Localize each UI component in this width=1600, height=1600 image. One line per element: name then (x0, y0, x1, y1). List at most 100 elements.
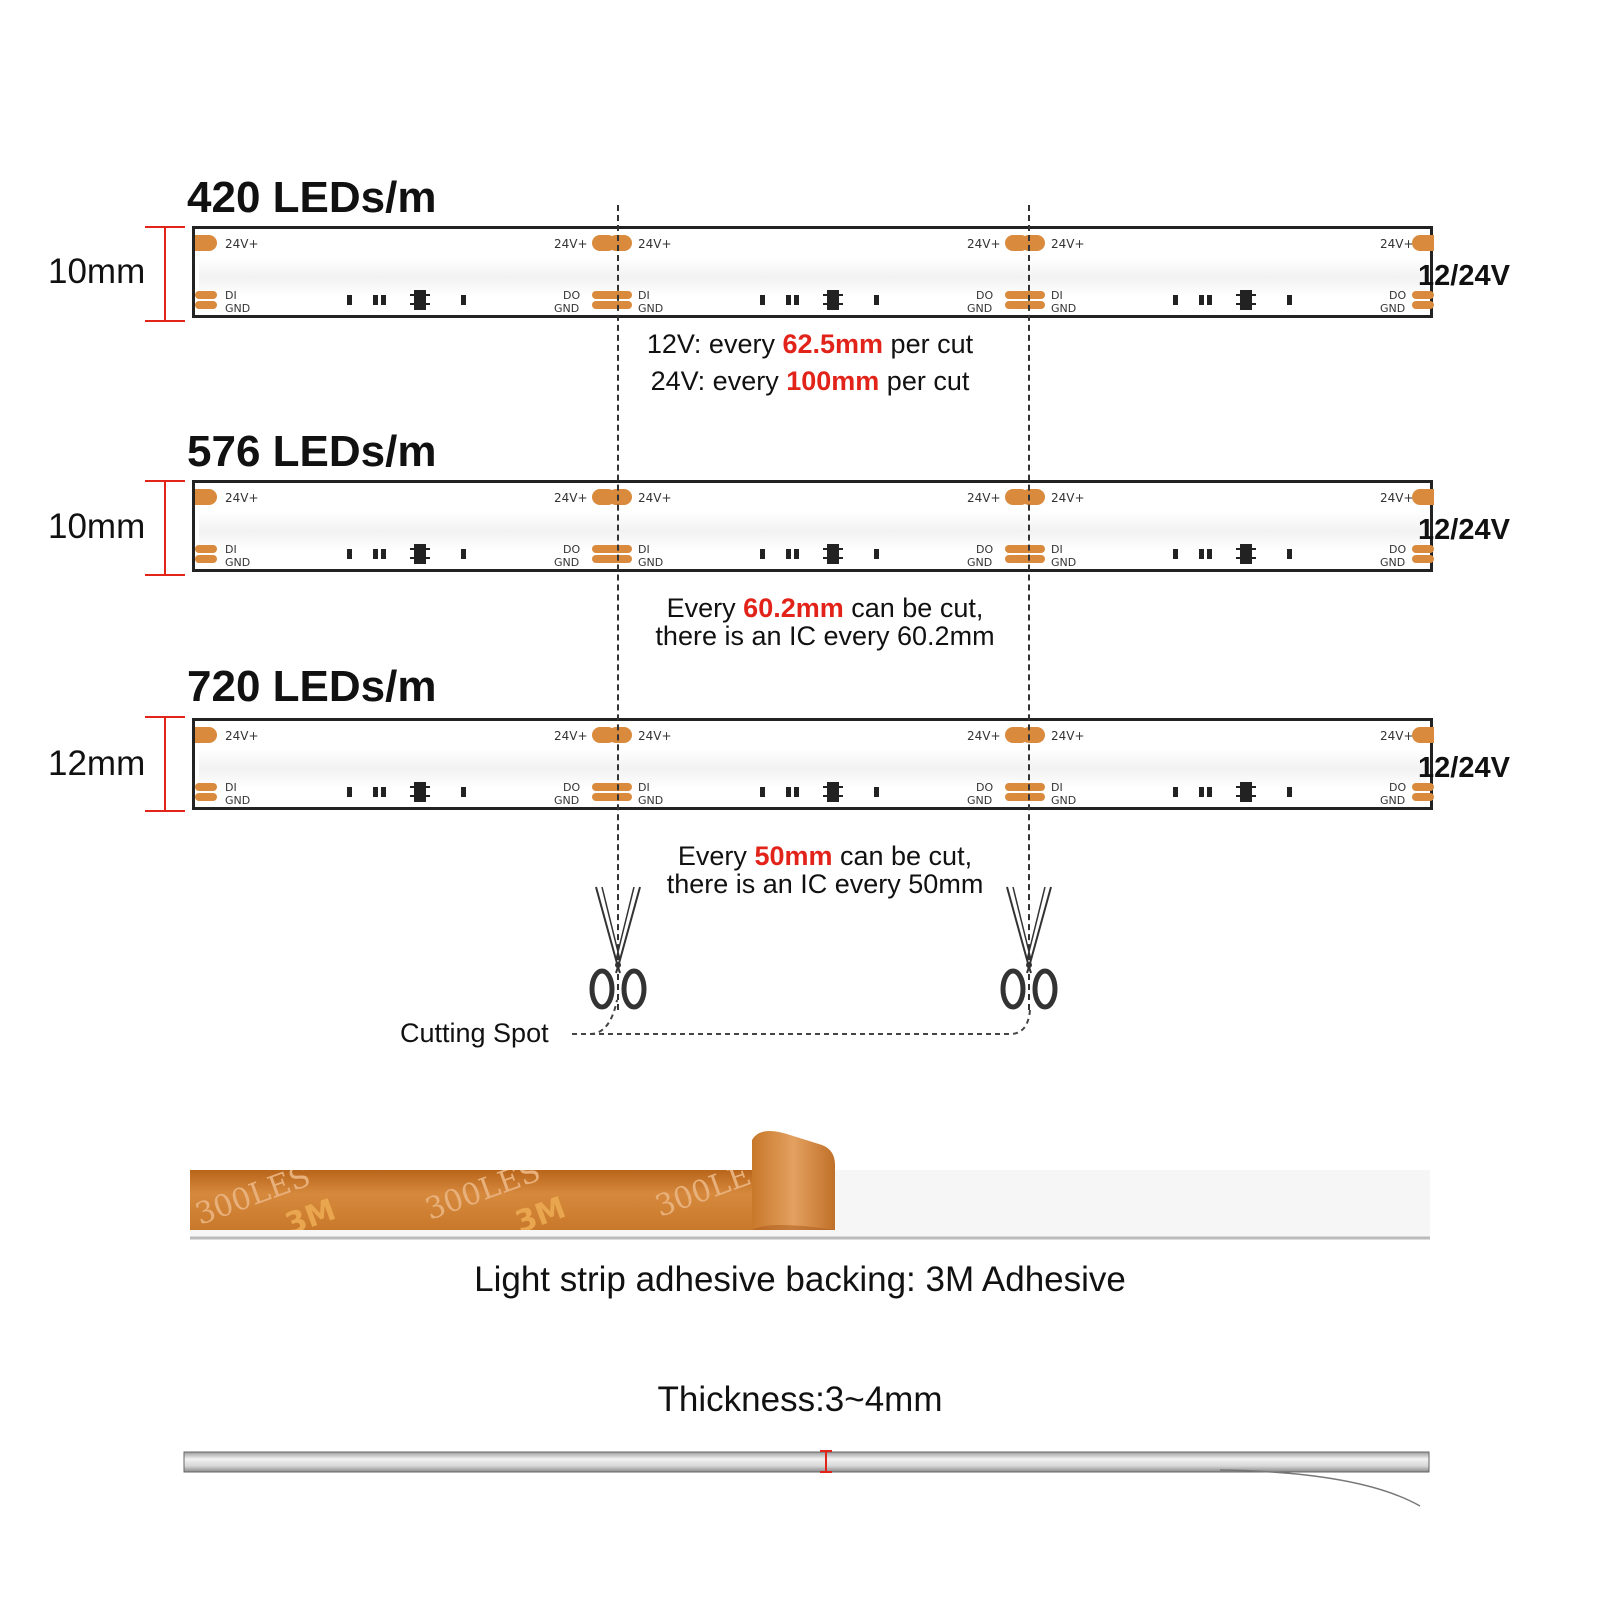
pad-label-gnd: GND (1380, 556, 1406, 569)
pad-label-gnd: GND (967, 794, 993, 807)
solder-pad-gnd (592, 301, 616, 309)
pad-label-vplus: 24V+ (638, 491, 672, 505)
pad-label-do: DO (563, 781, 581, 794)
pad-label-do: DO (563, 543, 581, 556)
pad-label-gnd: GND (638, 556, 664, 569)
smd-component (1207, 549, 1212, 559)
smd-component (786, 549, 791, 559)
scissors-icon-left (589, 886, 647, 1010)
smd-component (760, 295, 765, 305)
width-label-strip-1: 10mm (48, 252, 146, 291)
pad-label-vplus: 24V+ (225, 237, 259, 251)
strip-title-420: 420 LEDs/m (187, 173, 437, 222)
pad-label-vplus: 24V+ (1380, 491, 1414, 505)
pad-label-di: DI (638, 289, 650, 302)
pad-label-di: DI (1051, 289, 1063, 302)
solder-pad-vplus (608, 727, 632, 743)
smd-component (1287, 787, 1292, 797)
smd-component (1173, 295, 1178, 305)
smd-component (1287, 549, 1292, 559)
smd-component (874, 549, 879, 559)
smd-component (381, 295, 386, 305)
solder-pad-do (592, 545, 616, 553)
solder-pad-di (195, 291, 217, 299)
solder-pad-gnd (592, 555, 616, 563)
smd-component (786, 787, 791, 797)
pad-label-vplus: 24V+ (554, 491, 588, 505)
solder-pad-gnd (608, 793, 632, 801)
pad-label-vplus: 24V+ (638, 729, 672, 743)
solder-pad-vplus (1412, 489, 1434, 505)
pad-label-di: DI (1051, 781, 1063, 794)
solder-pad-di (1021, 545, 1045, 553)
smd-component (1199, 295, 1204, 305)
solder-pad-di (195, 545, 217, 553)
pad-label-gnd: GND (225, 302, 251, 315)
ic-chip (1236, 544, 1256, 564)
strip-title-720: 720 LEDs/m (187, 662, 437, 711)
smd-component (347, 787, 352, 797)
solder-pad-gnd (1005, 301, 1029, 309)
pad-label-do: DO (976, 289, 994, 302)
pad-label-vplus: 24V+ (1380, 237, 1414, 251)
solder-pad-gnd (608, 555, 632, 563)
width-label-strip-2: 10mm (48, 507, 146, 546)
solder-pad-do (592, 783, 616, 791)
solder-pad-di (1021, 291, 1045, 299)
pad-label-gnd: GND (1380, 794, 1406, 807)
solder-pad-di (608, 545, 632, 553)
solder-pad-gnd (1412, 301, 1434, 309)
smd-component (760, 787, 765, 797)
cut-note-576: Every 60.2mm can be cut, there is an IC … (655, 593, 995, 652)
smd-component (1199, 787, 1204, 797)
solder-pad-gnd (1005, 793, 1029, 801)
smd-component (461, 549, 466, 559)
smd-component (1173, 549, 1178, 559)
smd-component (794, 549, 799, 559)
solder-pad-do (1412, 291, 1434, 299)
pad-label-vplus: 24V+ (1051, 491, 1085, 505)
width-label-strip-3: 12mm (48, 744, 146, 783)
pad-label-vplus: 24V+ (225, 491, 259, 505)
pad-label-di: DI (1051, 543, 1063, 556)
pad-label-vplus: 24V+ (1380, 729, 1414, 743)
solder-pad-vplus (608, 489, 632, 505)
cutting-spot-label: Cutting Spot (400, 1018, 549, 1048)
cut-note-720: Every 50mm can be cut, there is an IC ev… (666, 841, 984, 900)
solder-pad-do (1005, 291, 1029, 299)
solder-pad-vplus (1021, 235, 1045, 251)
pad-label-di: DI (225, 781, 237, 794)
pad-label-di: DI (225, 543, 237, 556)
solder-pad-gnd (195, 301, 217, 309)
thickness-label: Thickness:3~4mm (657, 1380, 943, 1419)
solder-pad-gnd (1412, 555, 1434, 563)
pad-label-vplus: 24V+ (1051, 729, 1085, 743)
thickness-illustration (183, 1450, 1430, 1507)
pad-label-gnd: GND (554, 556, 580, 569)
smd-component (373, 787, 378, 797)
smd-component (461, 787, 466, 797)
pad-label-gnd: GND (554, 302, 580, 315)
solder-pad-di (1021, 783, 1045, 791)
ic-chip (823, 290, 843, 310)
solder-pad-gnd (1021, 301, 1045, 309)
pad-label-gnd: GND (967, 556, 993, 569)
solder-pad-gnd (608, 301, 632, 309)
smd-component (1199, 549, 1204, 559)
solder-pad-vplus (195, 235, 217, 251)
width-bracket-strip-1 (145, 226, 185, 322)
smd-component (874, 787, 879, 797)
scissors-icon-right (1000, 886, 1058, 1010)
solder-pad-di (608, 783, 632, 791)
solder-pad-di (195, 783, 217, 791)
solder-pad-vplus (195, 727, 217, 743)
pad-label-gnd: GND (1051, 556, 1077, 569)
smd-component (1207, 295, 1212, 305)
smd-component (381, 787, 386, 797)
ic-chip (410, 544, 430, 564)
solder-pad-gnd (1021, 793, 1045, 801)
cutting-spot-leader (572, 999, 1031, 1035)
pad-label-vplus: 24V+ (554, 729, 588, 743)
